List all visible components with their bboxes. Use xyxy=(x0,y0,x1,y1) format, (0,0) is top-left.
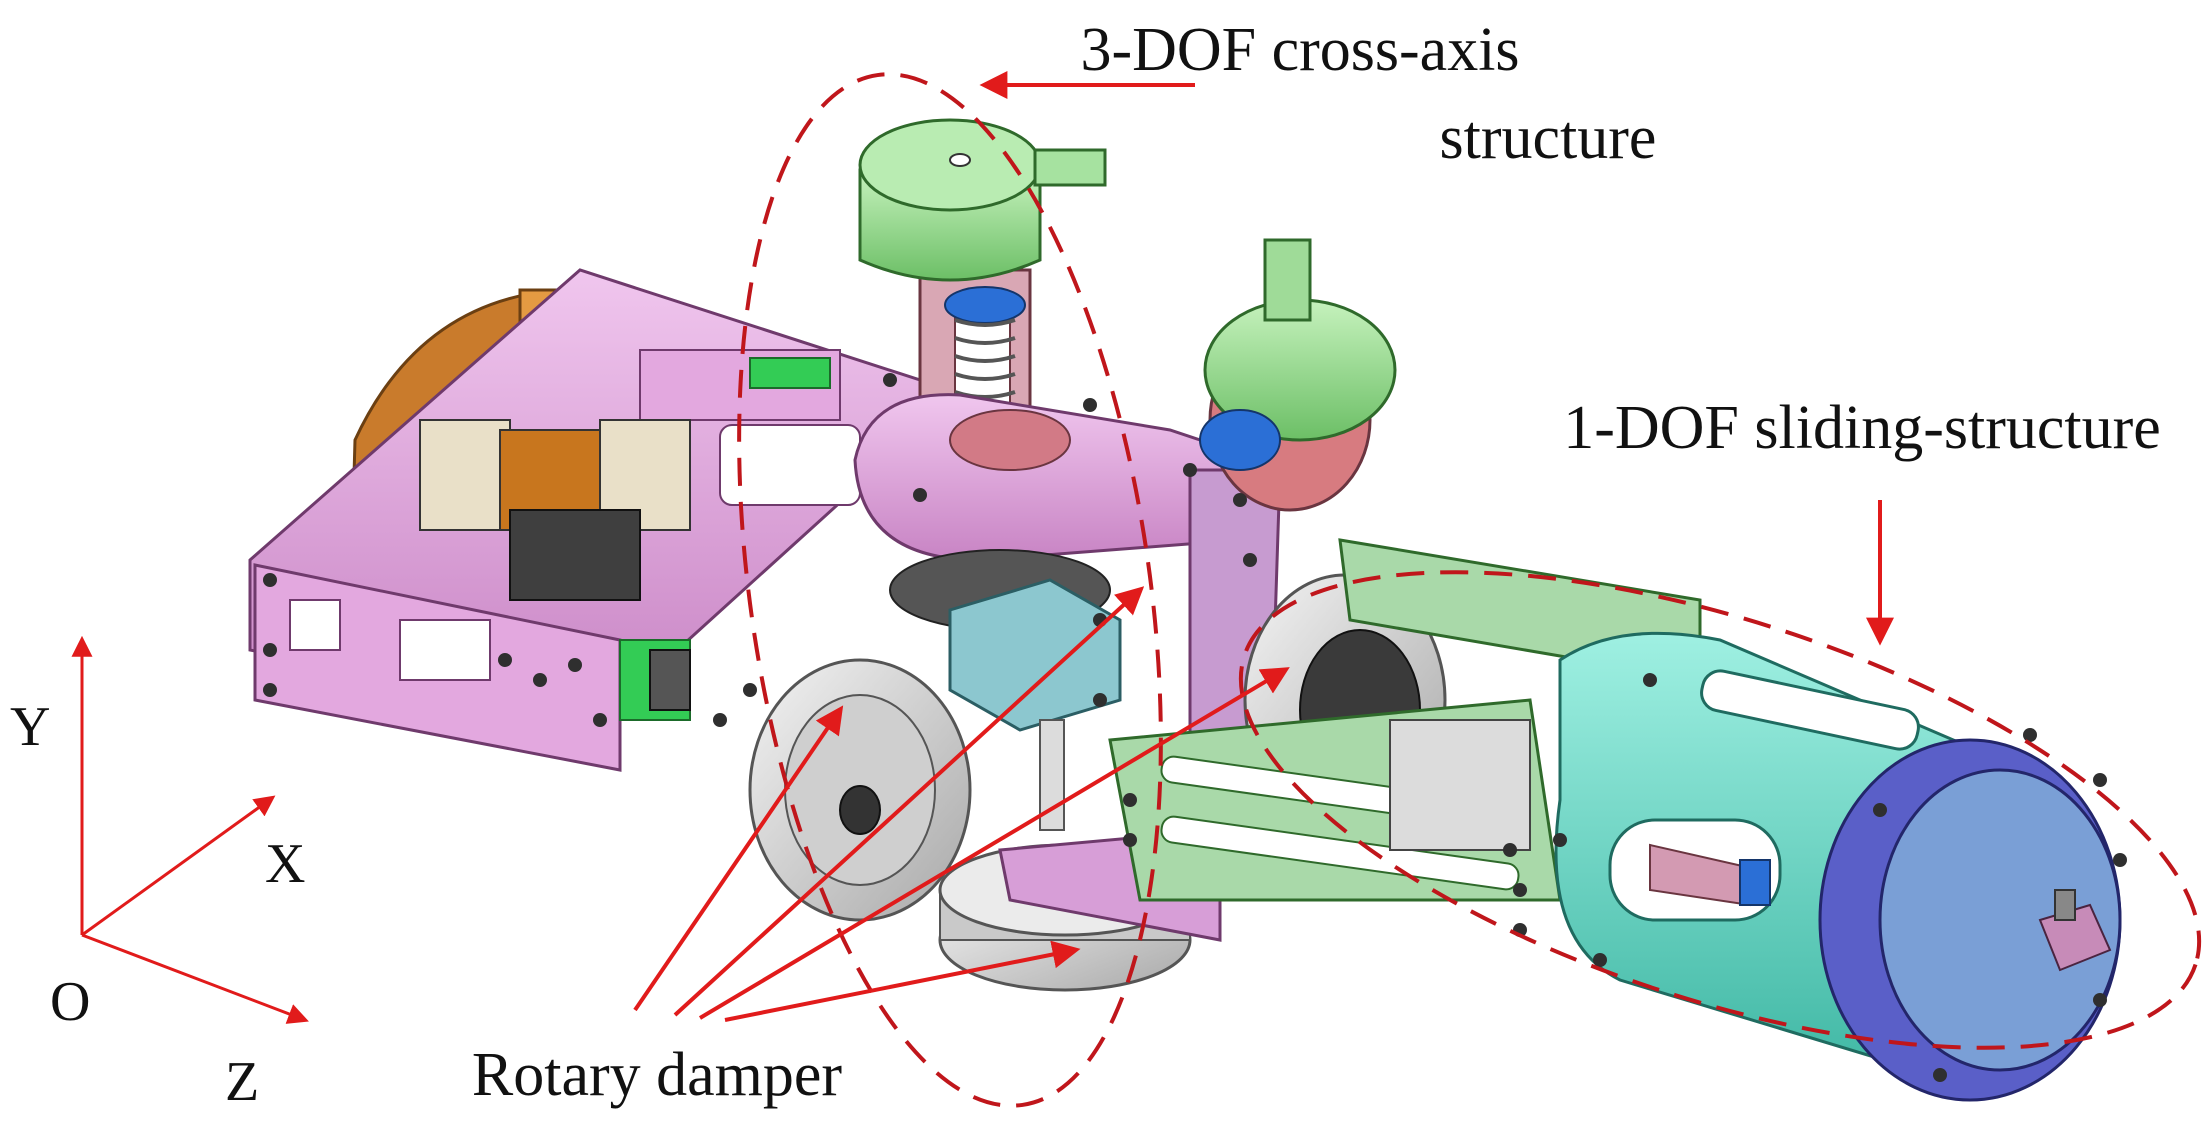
center-cube xyxy=(948,578,1122,831)
damper-disc-left xyxy=(748,658,972,922)
z-axis-arrow xyxy=(81,933,309,1024)
mechanism-model xyxy=(248,118,2127,1102)
damper-arrow-4 xyxy=(724,940,1081,1022)
cross-axis-label-line1: 3-DOF cross-axis xyxy=(1080,16,1519,84)
sliding-structure-label: 1-DOF sliding-structure xyxy=(1563,394,2161,462)
y-axis-label: Y xyxy=(10,696,50,758)
damper-arrow-3 xyxy=(698,667,1290,1020)
x-axis-label: X xyxy=(265,833,305,895)
cross-axis-label-line2: structure xyxy=(1440,104,1657,172)
cross-axis-dashed-outline xyxy=(737,72,1163,1108)
blue-end-cap xyxy=(1818,738,2122,1102)
rotary-damper-label: Rotary damper xyxy=(472,1041,843,1109)
x-axis-arrow xyxy=(81,795,276,937)
drive-stack xyxy=(419,419,691,721)
top-green-motor xyxy=(858,118,1107,412)
damper-arrow-1 xyxy=(633,705,844,1012)
spring xyxy=(954,318,1016,399)
z-axis-label: Z xyxy=(225,1051,259,1113)
coordinate-axes xyxy=(71,635,309,1024)
damper-arrow-2 xyxy=(673,586,1145,1017)
annotation-arrows xyxy=(633,71,1894,1022)
origin-label: O xyxy=(50,971,90,1033)
right-green-motor xyxy=(1199,238,1397,512)
